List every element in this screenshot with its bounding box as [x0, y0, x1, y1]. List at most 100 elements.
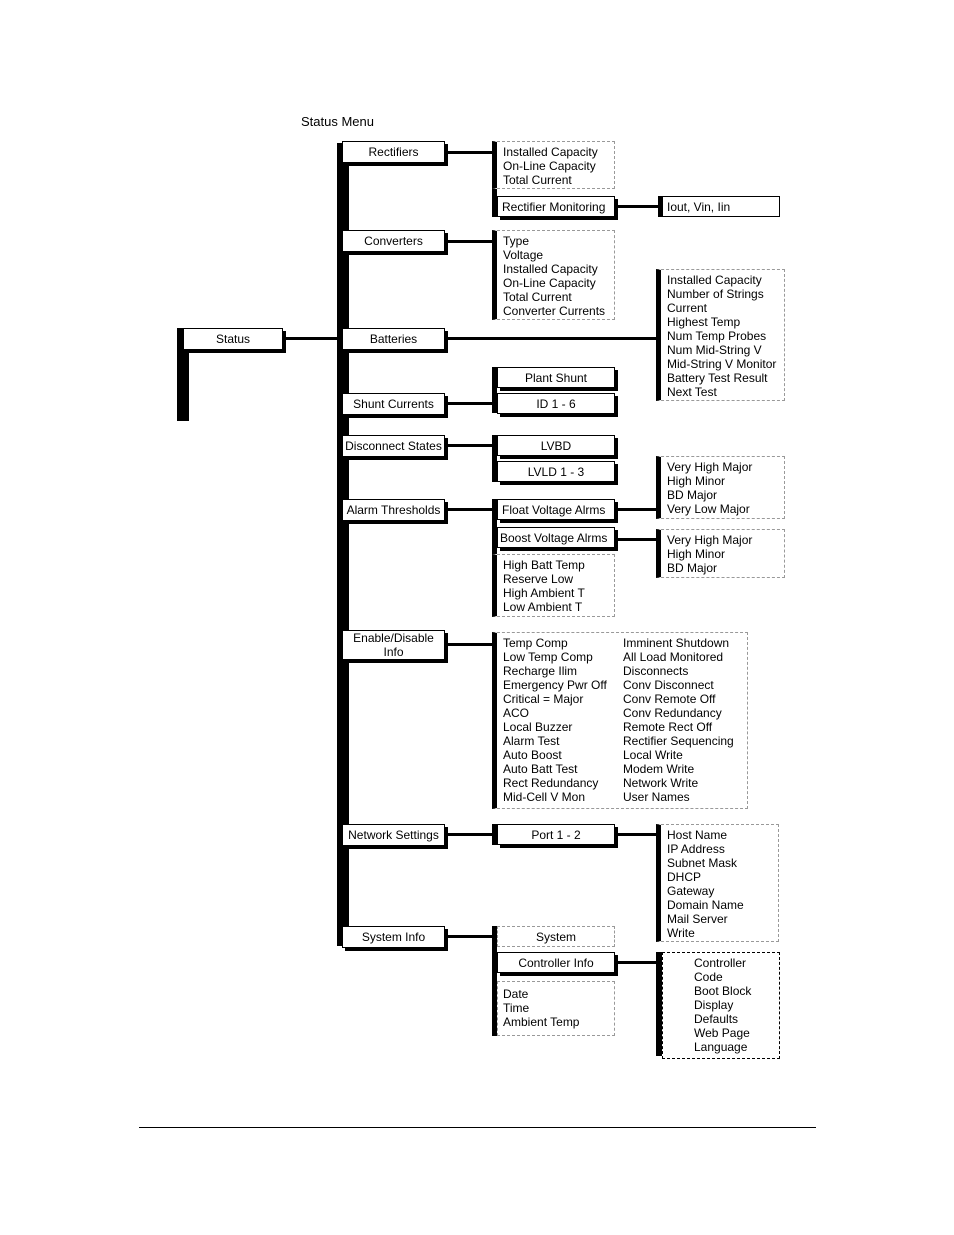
list-item: BD Major — [667, 561, 718, 575]
list-item: Critical = Major — [503, 692, 584, 706]
list-item: Code — [694, 970, 723, 984]
list-item: Web Page — [694, 1026, 750, 1040]
connector — [445, 508, 494, 511]
controller-info-node: Controller Info — [497, 952, 615, 973]
network-settings-node: Network Settings — [342, 824, 445, 846]
list-item: Write — [667, 926, 695, 940]
list-item: Remote Rect Off — [623, 720, 713, 734]
list-item: Imminent Shutdown — [623, 636, 730, 650]
boost-voltage-node: Boost Voltage Alrms — [497, 527, 615, 548]
list-item: Installed Capacity — [503, 262, 598, 276]
connector — [445, 833, 494, 836]
rectifiers-items: Installed Capacity On-Line Capacity Tota… — [492, 141, 615, 189]
list-item: Num Temp Probes — [667, 329, 767, 343]
connector — [658, 196, 663, 217]
connector — [656, 952, 662, 1056]
connector — [445, 444, 494, 447]
list-item: Local Write — [623, 748, 683, 762]
list-item: Defaults — [694, 1012, 739, 1026]
connector — [492, 824, 497, 845]
connector — [615, 205, 662, 208]
enable-disable-label-line2: Info — [383, 645, 404, 659]
list-item: Very Low Major — [667, 502, 750, 516]
list-item: Rectifier Sequencing — [623, 734, 734, 748]
connector — [492, 189, 497, 217]
system-info-node: System Info — [342, 926, 445, 948]
list-item: Domain Name — [667, 898, 744, 912]
list-item: Battery Test Result — [667, 371, 768, 385]
status-node: Status — [183, 328, 283, 350]
list-item: Total Current — [503, 173, 572, 187]
list-item: Boot Block — [694, 984, 752, 998]
plant-shunt-node: Plant Shunt — [497, 367, 615, 388]
list-item: Mail Server — [667, 912, 728, 926]
enable-disable-items: Temp Comp Low Temp Comp Recharge Ilim Em… — [492, 632, 748, 809]
list-item: Installed Capacity — [667, 273, 762, 287]
float-voltage-items: Very High Major High Minor BD Major Very… — [656, 456, 785, 519]
connector — [283, 337, 338, 340]
list-item: Installed Capacity — [503, 145, 598, 159]
enable-disable-node: Enable/Disable Info — [342, 630, 445, 660]
list-item: Converter Currents — [503, 304, 606, 318]
enable-disable-col2: Imminent Shutdown All Load Monitored Dis… — [623, 636, 734, 804]
list-item: All Load Monitored — [623, 650, 724, 664]
list-item: Display — [694, 998, 734, 1012]
list-item: Disconnects — [623, 664, 689, 678]
converters-items: Type Voltage Installed Capacity On-Line … — [492, 230, 615, 320]
list-item: On-Line Capacity — [503, 276, 596, 290]
float-voltage-node: Float Voltage Alrms — [497, 499, 615, 520]
list-item: Time — [503, 1001, 530, 1015]
list-item: Controller — [694, 956, 747, 970]
list-item: Rect Redundancy — [503, 776, 599, 790]
system-node: System — [497, 926, 615, 947]
list-item: Conv Remote Off — [623, 692, 716, 706]
list-item: Total Current — [503, 290, 572, 304]
list-item: High Batt Temp — [503, 558, 585, 572]
list-item: Num Mid-String V — [667, 343, 762, 357]
list-item: Very High Major — [667, 533, 753, 547]
list-item: Mid-String V Monitor — [667, 357, 777, 371]
disconnect-states-node: Disconnect States — [342, 435, 445, 457]
list-item: Low Ambient T — [503, 600, 583, 614]
list-item: High Minor — [667, 547, 726, 561]
date-items: Date Time Ambient Temp — [497, 981, 615, 1036]
batteries-items: Installed Capacity Number of Strings Cur… — [656, 269, 785, 401]
rectifier-monitoring-node: Rectifier Monitoring — [497, 196, 615, 217]
connector — [445, 337, 658, 340]
list-item: ACO — [503, 706, 530, 720]
list-item: DHCP — [667, 870, 702, 884]
batteries-node: Batteries — [342, 328, 445, 350]
connector — [445, 151, 494, 154]
system-label: System — [535, 930, 576, 944]
connector — [445, 240, 494, 243]
alarm-thresholds-node: Alarm Thresholds — [342, 499, 445, 521]
list-item: User Names — [623, 790, 690, 804]
connector — [492, 367, 497, 413]
port-node: Port 1 - 2 — [497, 824, 615, 845]
connector — [615, 961, 658, 964]
list-item: Reserve Low — [503, 572, 574, 586]
footer-rule — [139, 1127, 816, 1128]
list-item: Conv Redundancy — [623, 706, 722, 720]
shunt-currents-node: Shunt Currents — [342, 393, 445, 415]
list-item: Temp Comp — [503, 636, 568, 650]
shunt-id-node: ID 1 - 6 — [497, 393, 615, 414]
temp-threshold-items: High Batt Temp Reserve Low High Ambient … — [492, 554, 615, 617]
network-items: Host Name IP Address Subnet Mask DHCP Ga… — [656, 824, 779, 942]
list-item: Modem Write — [623, 762, 695, 776]
list-item: Auto Batt Test — [503, 762, 578, 776]
list-item: Language — [694, 1040, 748, 1054]
connector — [445, 643, 494, 646]
list-item: Emergency Pwr Off — [503, 678, 607, 692]
list-item: Network Write — [623, 776, 699, 790]
list-item: Recharge Ilim — [503, 664, 578, 678]
list-item: On-Line Capacity — [503, 159, 596, 173]
list-item: High Minor — [667, 474, 726, 488]
enable-disable-label-line1: Enable/Disable — [353, 631, 434, 645]
list-item: Highest Temp — [667, 315, 741, 329]
list-item: Low Temp Comp — [503, 650, 593, 664]
connector — [615, 538, 658, 541]
diagram-title: Status Menu — [301, 114, 374, 129]
controller-items: Controller Code Boot Block Display Defau… — [662, 952, 780, 1059]
list-item: Local Buzzer — [503, 720, 573, 734]
